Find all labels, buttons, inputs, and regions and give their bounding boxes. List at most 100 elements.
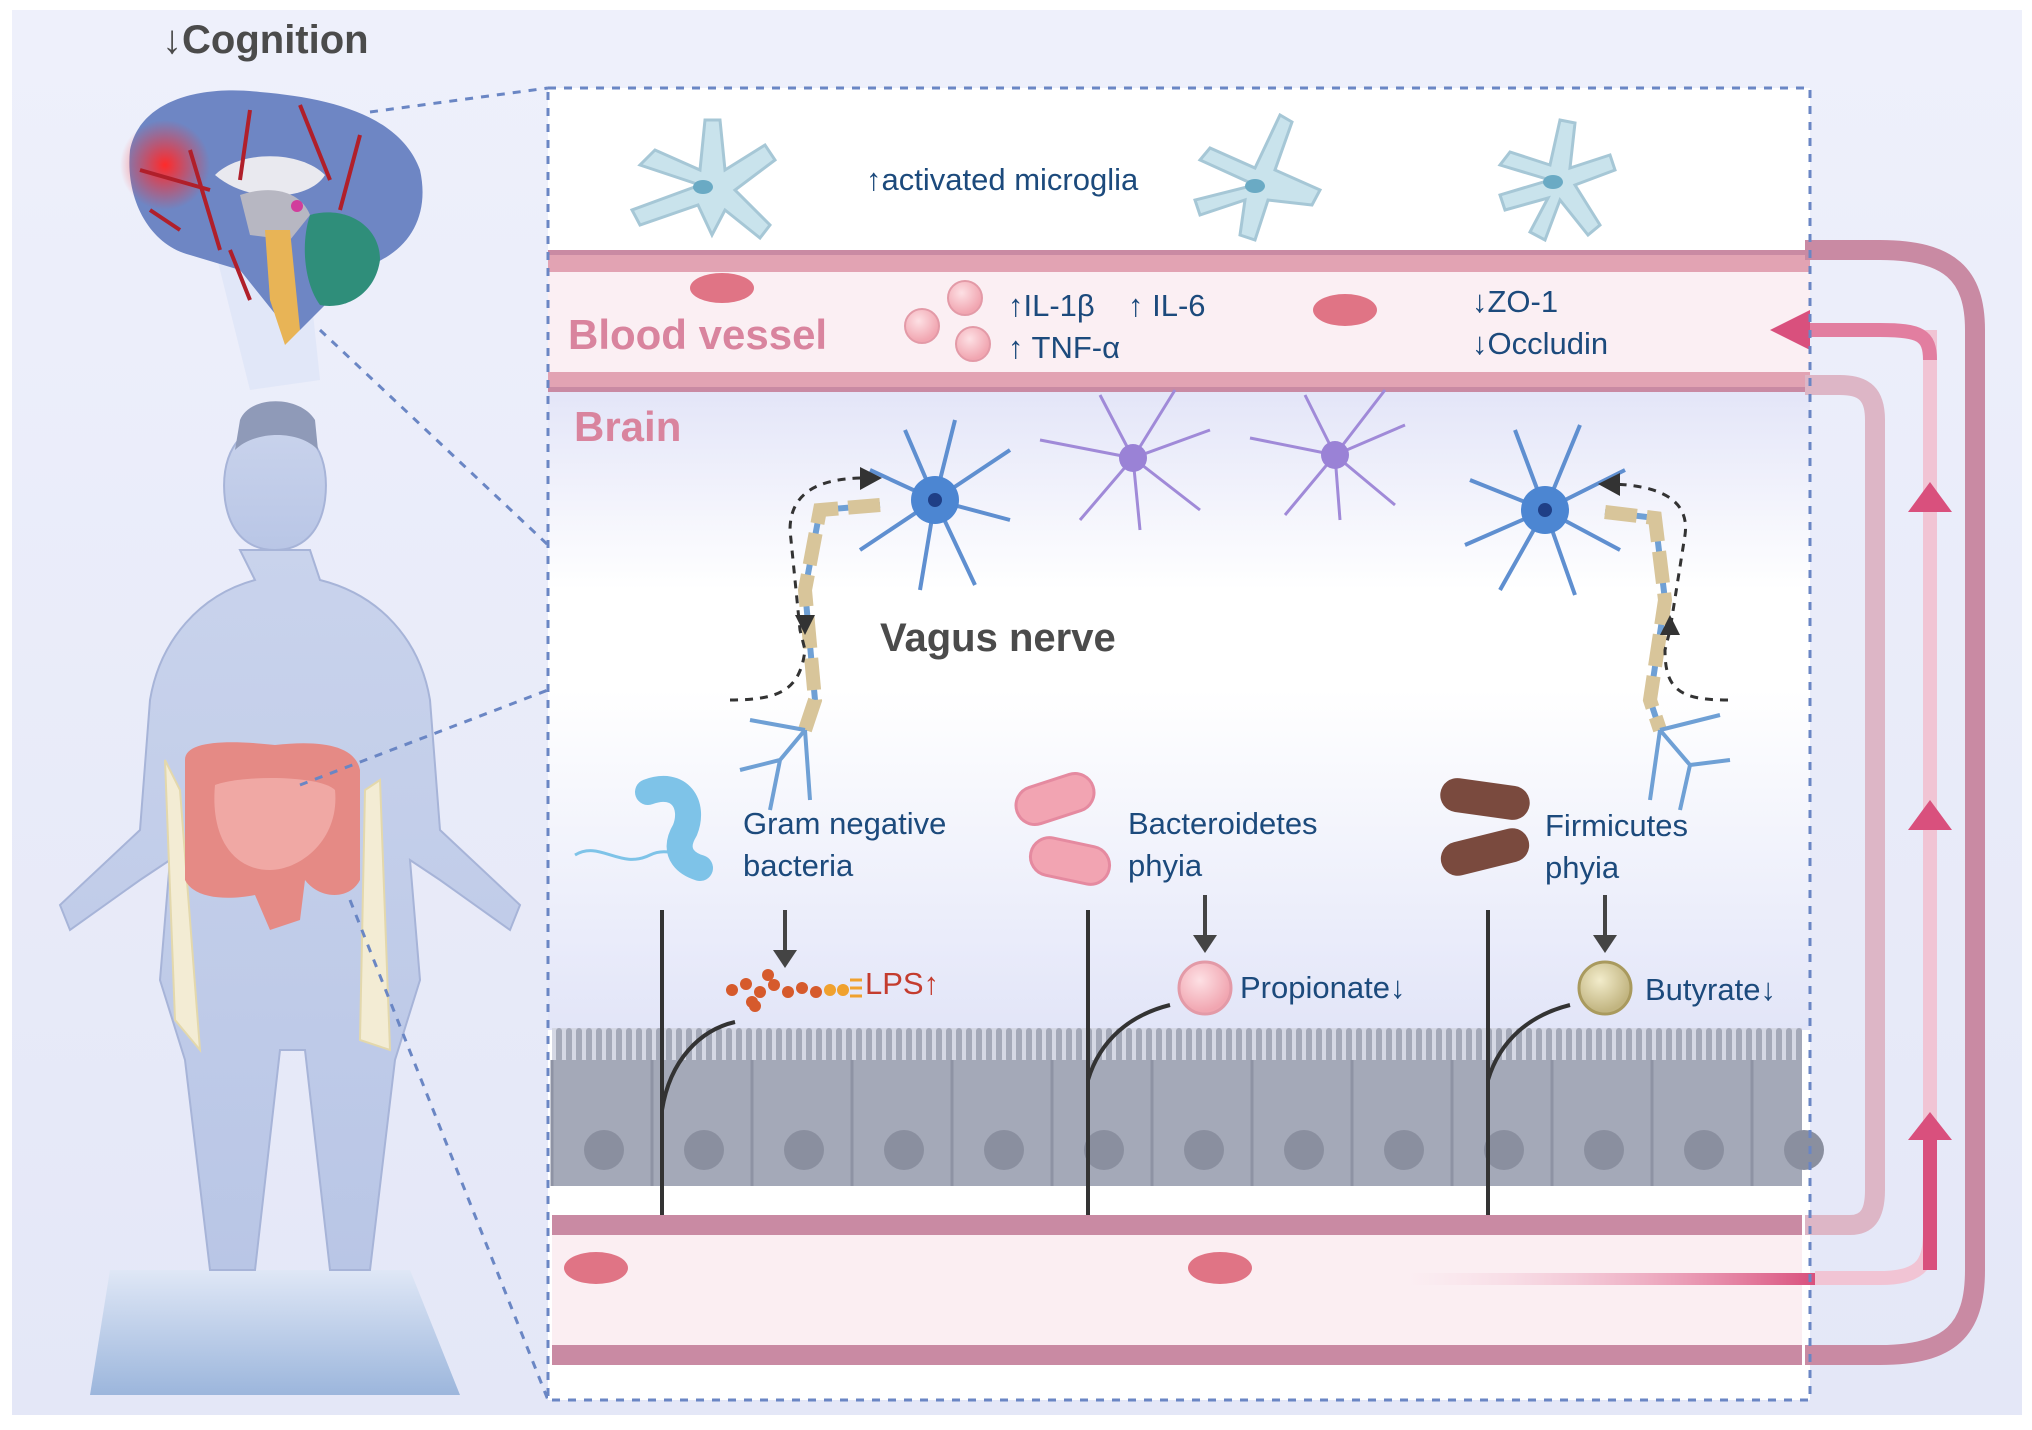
blue-neurons (858, 419, 1626, 596)
bacteroidetes-label-line2: phyia (1128, 848, 1203, 883)
microvillus (1386, 1028, 1392, 1062)
cell-nucleus (1084, 1130, 1124, 1170)
firmicutes-label-line1: Firmicutes (1545, 808, 1688, 843)
microvillus (856, 1028, 862, 1062)
panel-border (546, 86, 1812, 1402)
microvillus (1376, 1028, 1382, 1062)
microvillus (886, 1028, 892, 1062)
vagus-nerve-fibers (739, 498, 1731, 811)
microvillus (1766, 1028, 1772, 1062)
microvillus (936, 1028, 942, 1062)
microvillus (1566, 1028, 1572, 1062)
blood-vessel-label: Blood vessel (568, 311, 828, 358)
microvillus (1546, 1028, 1552, 1062)
microvillus (956, 1028, 962, 1062)
microvillus (806, 1028, 812, 1062)
human-figure (58, 401, 522, 1395)
microvillus (736, 1028, 742, 1062)
purple-neuron-a (1119, 444, 1147, 472)
microvillus (1536, 1028, 1542, 1062)
microvillus (966, 1028, 972, 1062)
microvillus (896, 1028, 902, 1062)
microvillus (1636, 1028, 1642, 1062)
microvillus (1346, 1028, 1352, 1062)
microvillus (1716, 1028, 1722, 1062)
zoom-connectors (299, 86, 550, 1401)
microvillus (1526, 1028, 1532, 1062)
cell-nucleus (584, 1130, 624, 1170)
microvillus (1246, 1028, 1252, 1062)
microvillus (1726, 1028, 1732, 1062)
brain-illustration (120, 90, 423, 390)
microvillus (556, 1028, 562, 1062)
microvillus (916, 1028, 922, 1062)
cell-nucleus (684, 1130, 724, 1170)
microvillus (1576, 1028, 1582, 1062)
microvillus (816, 1028, 822, 1062)
microvillus (716, 1028, 722, 1062)
neuron-nucleus-right (1538, 503, 1552, 517)
microvillus (596, 1028, 602, 1062)
gram-negative-bacterium (574, 775, 713, 881)
microvillus (1676, 1028, 1682, 1062)
microvillus (1316, 1028, 1322, 1062)
cell-nucleus (984, 1130, 1024, 1170)
microvillus (1066, 1028, 1072, 1062)
signal-paths (729, 476, 1729, 702)
microvillus (1356, 1028, 1362, 1062)
microvillus (1616, 1028, 1622, 1062)
microvillus (1406, 1028, 1412, 1062)
microglia-label: ↑activated microglia (866, 162, 1139, 197)
microvillus (976, 1028, 982, 1062)
microvillus (986, 1028, 992, 1062)
microvillus (1706, 1028, 1712, 1062)
vagus-nerve-label: Vagus nerve (880, 616, 1116, 660)
butyrate-label: Butyrate↓ (1645, 972, 1776, 1007)
microvillus (1656, 1028, 1662, 1062)
cell-nucleus (1484, 1130, 1524, 1170)
il1b-label: ↑IL-1β (1008, 288, 1095, 323)
microvillus (1586, 1028, 1592, 1062)
cell-nucleus (1784, 1130, 1824, 1170)
purple-neuron-b (1321, 441, 1349, 469)
microvillus (1266, 1028, 1272, 1062)
microvillus (1236, 1028, 1242, 1062)
microvillus (1646, 1028, 1652, 1062)
microvillus (1556, 1028, 1562, 1062)
microvillus (1466, 1028, 1472, 1062)
cell-nucleus (784, 1130, 824, 1170)
microvillus (1176, 1028, 1182, 1062)
microvillus (1606, 1028, 1612, 1062)
microvillus (1056, 1028, 1062, 1062)
microvillus (1286, 1028, 1292, 1062)
bacteroidetes-bacteria (1014, 772, 1112, 886)
microvillus (626, 1028, 632, 1062)
microvillus (1076, 1028, 1082, 1062)
microvillus (756, 1028, 762, 1062)
metabolite-arrows (783, 895, 1607, 955)
lps-molecule (726, 969, 862, 1012)
microvillus (1216, 1028, 1222, 1062)
microvillus (696, 1028, 702, 1062)
microvillus (1776, 1028, 1782, 1062)
firmicutes-label-line2: phyia (1545, 850, 1620, 885)
brain-blood-vessel (548, 250, 1810, 392)
microvillus (746, 1028, 752, 1062)
microvillus (1276, 1028, 1282, 1062)
tnfa-label: ↑ TNF-α (1008, 330, 1121, 365)
microvillus (726, 1028, 732, 1062)
microvillus (1736, 1028, 1742, 1062)
microvillus (1396, 1028, 1402, 1062)
microvilli (556, 1028, 1802, 1062)
brain-label: Brain (574, 403, 682, 450)
microvillus (796, 1028, 802, 1062)
microvillus (586, 1028, 592, 1062)
floor-shadow (90, 1270, 460, 1395)
microvillus (1516, 1028, 1522, 1062)
microvillus (606, 1028, 612, 1062)
microvillus (1136, 1028, 1142, 1062)
metabolite-arrowheads (773, 935, 1617, 968)
microvillus (1256, 1028, 1262, 1062)
